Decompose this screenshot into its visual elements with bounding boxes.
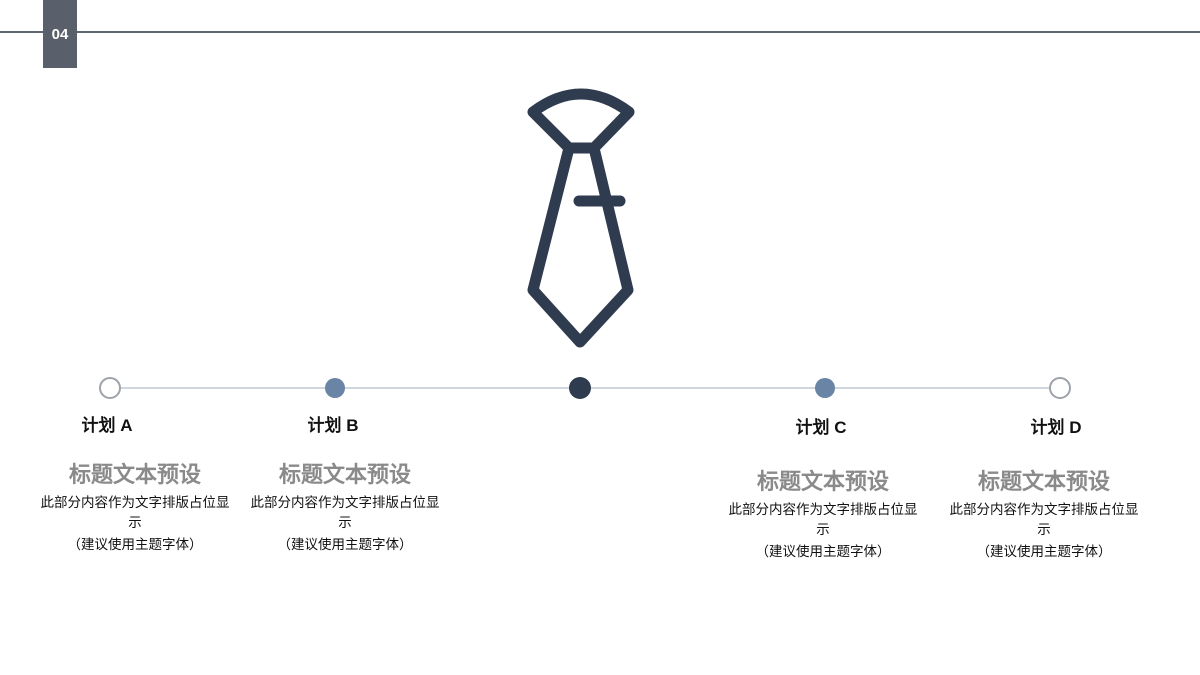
plan-card-title: 标题文本预设 — [278, 463, 411, 488]
plan-card-c: 标题文本预设 此部分内容作为文字排版占位显示 （建议使用主题字体） — [728, 468, 918, 562]
timeline-dot-b — [325, 378, 345, 398]
plan-card-body: 此部分内容作为文字排版占位显示 — [250, 495, 440, 531]
plan-card-d: 标题文本预设 此部分内容作为文字排版占位显示 （建议使用主题字体） — [949, 468, 1139, 562]
plan-card-body: 此部分内容作为文字排版占位显示 — [40, 495, 230, 531]
plan-card-title: 标题文本预设 — [756, 470, 889, 495]
timeline-dot-d — [1049, 377, 1071, 399]
plan-card-note: （建议使用主题字体） — [277, 537, 413, 553]
plan-card-body: 此部分内容作为文字排版占位显示 — [728, 502, 918, 538]
tie-icon — [527, 88, 635, 348]
plan-card-body: 此部分内容作为文字排版占位显示 — [949, 502, 1139, 538]
plan-card-title: 标题文本预设 — [68, 463, 201, 488]
plan-card-title: 标题文本预设 — [977, 470, 1110, 495]
page-number-badge: 04 — [43, 0, 77, 68]
plan-card-b: 标题文本预设 此部分内容作为文字排版占位显示 （建议使用主题字体） — [250, 461, 440, 555]
plan-label-a: 计划 A — [81, 416, 133, 435]
plan-label-d: 计划 D — [1030, 418, 1082, 437]
top-divider-line — [0, 31, 1200, 33]
plan-label-b: 计划 B — [307, 416, 359, 435]
timeline-dot-a — [99, 377, 121, 399]
plan-card-note: （建议使用主题字体） — [755, 544, 891, 560]
plan-card-note: （建议使用主题字体） — [976, 544, 1112, 560]
plan-card-note: （建议使用主题字体） — [67, 537, 203, 553]
plan-card-a: 标题文本预设 此部分内容作为文字排版占位显示 （建议使用主题字体） — [40, 461, 230, 555]
timeline-dot-c — [815, 378, 835, 398]
timeline-dot-center — [569, 377, 591, 399]
plan-label-c: 计划 C — [795, 418, 847, 437]
